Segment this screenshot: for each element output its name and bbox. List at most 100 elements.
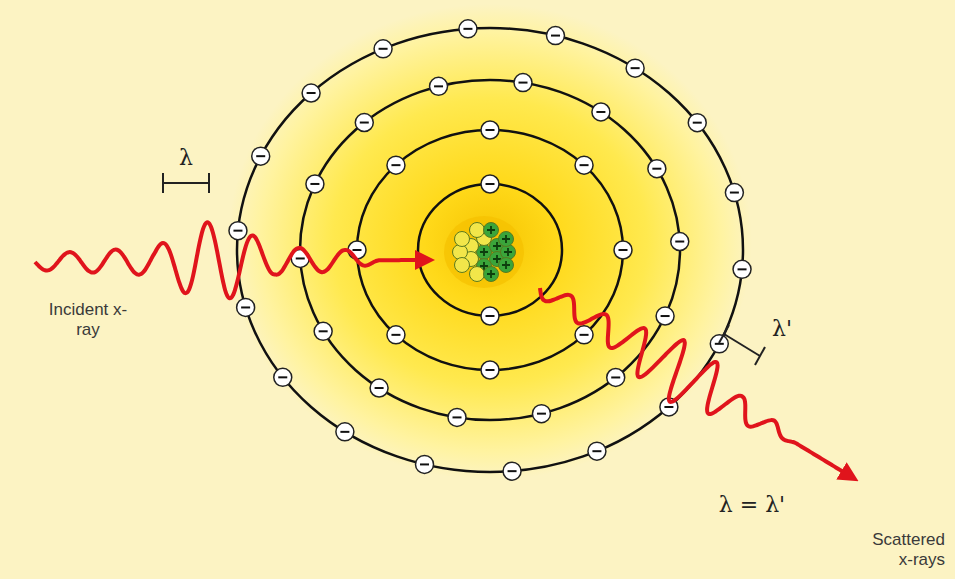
electron bbox=[370, 379, 388, 397]
particle bbox=[455, 232, 470, 247]
wavelength-markers bbox=[163, 173, 765, 365]
electron bbox=[733, 260, 751, 278]
electron bbox=[481, 121, 499, 139]
neutron bbox=[470, 223, 485, 238]
electron-body bbox=[481, 361, 499, 379]
electron-body bbox=[229, 222, 247, 240]
electron-body bbox=[725, 184, 743, 202]
electron-body bbox=[503, 462, 521, 480]
electron-body bbox=[355, 114, 373, 132]
electron-body bbox=[336, 423, 354, 441]
wavelength-tick bbox=[162, 173, 164, 193]
electron-shell bbox=[237, 28, 743, 472]
electron bbox=[481, 175, 499, 193]
electron bbox=[387, 156, 405, 174]
minus-sign bbox=[379, 48, 388, 50]
electron bbox=[229, 222, 247, 240]
minus-sign bbox=[233, 230, 242, 232]
electron-shells bbox=[237, 28, 743, 472]
particle bbox=[499, 258, 514, 273]
wavelength-symbol: λ bbox=[166, 145, 206, 170]
minus-sign bbox=[580, 164, 589, 166]
electron-body bbox=[387, 156, 405, 174]
minus-sign bbox=[319, 330, 328, 332]
incident-label: Incident x-ray bbox=[46, 300, 130, 339]
electron bbox=[314, 322, 332, 340]
electron bbox=[416, 455, 434, 473]
minus-sign bbox=[296, 257, 305, 259]
nucleus-glow bbox=[444, 216, 524, 288]
incident-wave bbox=[35, 222, 425, 298]
minus-sign bbox=[537, 413, 546, 415]
electron-body bbox=[448, 408, 466, 426]
minus-sign bbox=[730, 192, 739, 194]
electron-body bbox=[656, 307, 674, 325]
wavelength-tick bbox=[719, 325, 729, 343]
proton bbox=[484, 223, 499, 238]
nucleus bbox=[444, 216, 524, 288]
electron-body bbox=[274, 368, 292, 386]
electron-body bbox=[710, 335, 728, 353]
minus-sign bbox=[307, 92, 316, 94]
electron-body bbox=[614, 241, 632, 259]
electron bbox=[355, 114, 373, 132]
electron bbox=[710, 335, 728, 353]
minus-sign bbox=[434, 85, 443, 87]
electron bbox=[614, 241, 632, 259]
minus-sign bbox=[508, 470, 517, 472]
minus-sign bbox=[420, 463, 429, 465]
minus-sign bbox=[619, 249, 628, 251]
minus-sign bbox=[661, 315, 670, 317]
electron bbox=[274, 368, 292, 386]
electron bbox=[503, 462, 521, 480]
electron bbox=[387, 326, 405, 344]
proton bbox=[499, 232, 514, 247]
scattered-wave bbox=[540, 288, 850, 476]
electron bbox=[725, 184, 743, 202]
minus-sign bbox=[310, 183, 319, 185]
minus-sign bbox=[675, 241, 684, 243]
minus-sign bbox=[241, 306, 250, 308]
minus-sign bbox=[664, 406, 673, 408]
particle bbox=[484, 267, 499, 282]
electron-shell bbox=[300, 80, 680, 420]
wavelength-bar bbox=[724, 334, 760, 356]
neutron bbox=[455, 258, 470, 273]
minus-sign bbox=[453, 416, 462, 418]
minus-sign bbox=[518, 82, 527, 84]
minus-sign bbox=[463, 28, 472, 30]
electron bbox=[336, 423, 354, 441]
electron-body bbox=[481, 121, 499, 139]
electron bbox=[306, 175, 324, 193]
plus-sign bbox=[502, 261, 510, 269]
wavelength-symbol: λ' bbox=[762, 316, 802, 341]
electron bbox=[302, 84, 320, 102]
minus-sign bbox=[353, 249, 362, 251]
wavelength-tick bbox=[208, 173, 210, 193]
minus-sign bbox=[486, 369, 495, 371]
minus-sign bbox=[486, 183, 495, 185]
electron-body bbox=[314, 322, 332, 340]
proton bbox=[499, 258, 514, 273]
particle bbox=[470, 267, 485, 282]
electron-body bbox=[348, 241, 366, 259]
minus-sign bbox=[360, 122, 369, 124]
electron bbox=[546, 27, 564, 45]
electron bbox=[626, 59, 644, 77]
minus-sign bbox=[738, 268, 747, 270]
electron-body bbox=[588, 442, 606, 460]
minus-sign bbox=[693, 122, 702, 124]
minus-sign bbox=[596, 111, 605, 113]
electron bbox=[575, 156, 593, 174]
plus-sign bbox=[502, 235, 510, 243]
electron bbox=[671, 233, 689, 251]
electrons bbox=[229, 20, 751, 480]
electron bbox=[481, 307, 499, 325]
electron bbox=[688, 114, 706, 132]
electron bbox=[592, 103, 610, 121]
minus-sign bbox=[631, 67, 640, 69]
electron-body bbox=[546, 27, 564, 45]
minus-sign bbox=[340, 431, 349, 433]
